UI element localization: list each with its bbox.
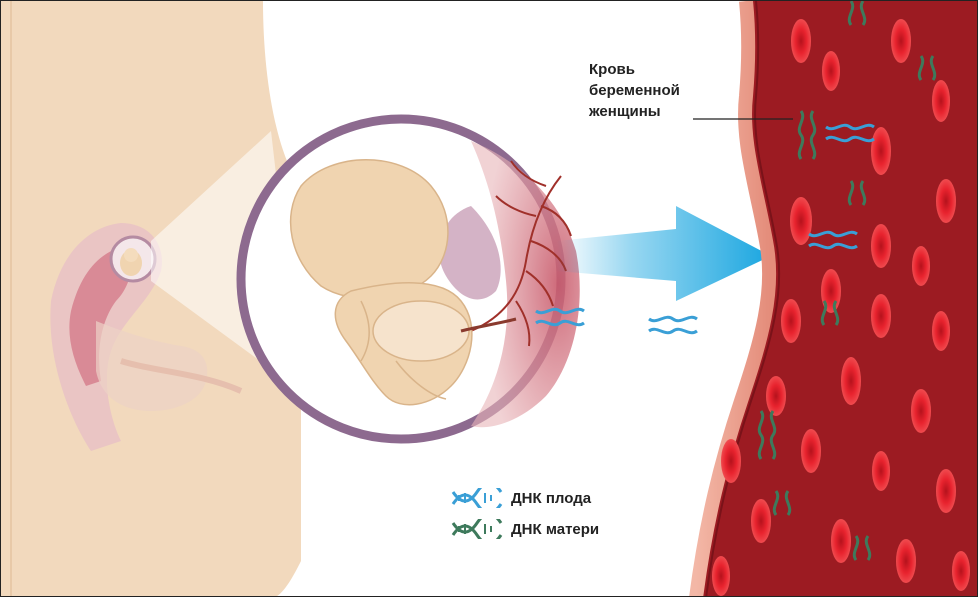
blood-label-line-1: Кровь xyxy=(589,59,749,80)
blood-label-line-3: женщины xyxy=(589,101,749,122)
uterus-zoom xyxy=(241,119,580,439)
legend-item-maternal-dna: ДНК матери xyxy=(451,519,599,539)
maternal-blood-label: Кровь беременной женщины xyxy=(589,59,749,122)
fetal-dna-icon xyxy=(451,488,503,508)
maternal-dna-icon xyxy=(451,519,503,539)
legend-label-maternal-dna: ДНК матери xyxy=(511,521,599,538)
blood-label-line-2: беременной xyxy=(589,80,749,101)
legend-item-fetal-dna: ДНК плода xyxy=(451,488,591,508)
transfer-arrow xyxy=(556,206,771,301)
legend-label-fetal-dna: ДНК плода xyxy=(511,490,591,507)
